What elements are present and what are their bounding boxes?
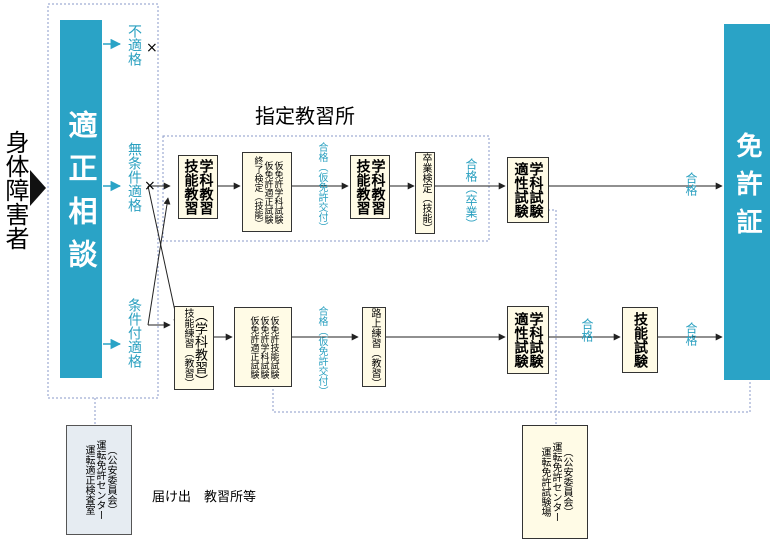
graduation-test-box: 卒業検定（技能） bbox=[415, 152, 435, 234]
entry-arrow-icon bbox=[30, 170, 46, 206]
designated-school-title: 指定教習所 bbox=[255, 104, 355, 128]
top-provisional-exam-box: 仮免許学科試験 仮免許適正試験 終了検定（技能） bbox=[242, 152, 292, 232]
center-note-line3: 運転適正検査室 bbox=[83, 445, 94, 515]
top-box3-line1: 学科教習 bbox=[369, 159, 386, 215]
subject-label: 身体障害者 bbox=[1, 130, 29, 250]
bottom-box1-line1: （学科教習） bbox=[192, 309, 207, 387]
top-box1-line2: 技能教習 bbox=[182, 159, 199, 215]
bottom-written-aptitude-box: 学科試験 適性試験 bbox=[507, 306, 549, 374]
cross-mark-top: × bbox=[144, 178, 156, 194]
aptitude-consult-box: 適正相談 bbox=[60, 20, 102, 378]
top-lecture-skill-box-2: 学科教習 技能教習 bbox=[350, 155, 390, 219]
test-note-line1: （公安委員会） bbox=[561, 447, 572, 517]
test-note-line3: 運転免許試験場 bbox=[539, 447, 550, 517]
road-practice-box: 路上練習（教習） bbox=[362, 307, 386, 388]
school-dashed-border bbox=[162, 135, 490, 242]
license-box: 免許証 bbox=[724, 24, 770, 380]
test-note-line2: 運転免許センター bbox=[550, 442, 561, 522]
aptitude-consult-label: 適正相談 bbox=[64, 110, 98, 282]
center-note-line2: 運転免許センター bbox=[94, 440, 105, 520]
outcome-no-condition: 無条件適格 bbox=[126, 142, 142, 212]
top-box5-line1: 学科試験 bbox=[527, 162, 544, 218]
bottom-box2-line2: 仮免許学科試験 bbox=[258, 315, 269, 379]
top-box5-line2: 適性試験 bbox=[512, 162, 529, 218]
top-pass-label: 合格 bbox=[684, 172, 698, 196]
license-label: 免許証 bbox=[732, 132, 762, 246]
fail-cross-mark: × bbox=[146, 40, 158, 56]
bottom-provisional-exam-box: 仮免許技能試験 仮免許学科試験 仮免許適正試験 bbox=[234, 307, 292, 387]
bottom-pass-temp-label: 合格（仮免許交付） bbox=[316, 306, 327, 396]
notify-label: 届け出 教習所等 bbox=[152, 490, 257, 505]
bottom-skill-practice-box: （学科教習） 技能練習（教習） bbox=[174, 306, 214, 390]
top-lecture-skill-box: 学科教習 技能教習 bbox=[178, 155, 218, 219]
top-pass-temp-label: 合格（仮免許交付） bbox=[316, 142, 327, 232]
bottom-box2-line3: 仮免許適正試験 bbox=[248, 315, 259, 379]
top-box1-line1: 学科教習 bbox=[197, 159, 214, 215]
skill-test-box: 技能試験 bbox=[622, 307, 658, 373]
top-box3-line2: 技能教習 bbox=[354, 159, 371, 215]
bottom-box4-line2: 適性試験 bbox=[512, 312, 529, 368]
bottom-box4-line1: 学科試験 bbox=[527, 312, 544, 368]
bottom-pass-label-1: 合格 bbox=[580, 318, 594, 342]
bottom-box2-line1: 仮免許技能試験 bbox=[268, 315, 279, 379]
outcome-conditional: 条件付適格 bbox=[126, 298, 142, 368]
bottom-box3-line: 路上練習（教習） bbox=[369, 308, 380, 388]
top-written-aptitude-box: 学科試験 適性試験 bbox=[507, 157, 549, 223]
top-pass-grad-label: 合格（卒業） bbox=[464, 158, 478, 230]
bottom-pass-label-2: 合格 bbox=[684, 322, 698, 346]
outcome-fail: 不適格 bbox=[126, 24, 142, 66]
bottom-box5-line: 技能試験 bbox=[632, 312, 648, 368]
center-note-line1: （公安委員会） bbox=[105, 445, 116, 515]
bottom-box1-line2: 技能練習（教習） bbox=[182, 308, 193, 388]
top-box2-line1: 仮免許学科試験 bbox=[272, 160, 283, 224]
top-box4-line: 卒業検定（技能） bbox=[420, 153, 431, 233]
top-box2-line3: 終了検定（技能） bbox=[252, 156, 263, 228]
top-box2-line2: 仮免許適正試験 bbox=[262, 160, 273, 224]
test-center-dashed-line bbox=[272, 382, 751, 413]
center-office-note: （公安委員会） 運転免許センター 運転適正検査室 bbox=[66, 425, 132, 535]
test-center-note: （公安委員会） 運転免許センター 運転免許試験場 bbox=[522, 425, 588, 539]
